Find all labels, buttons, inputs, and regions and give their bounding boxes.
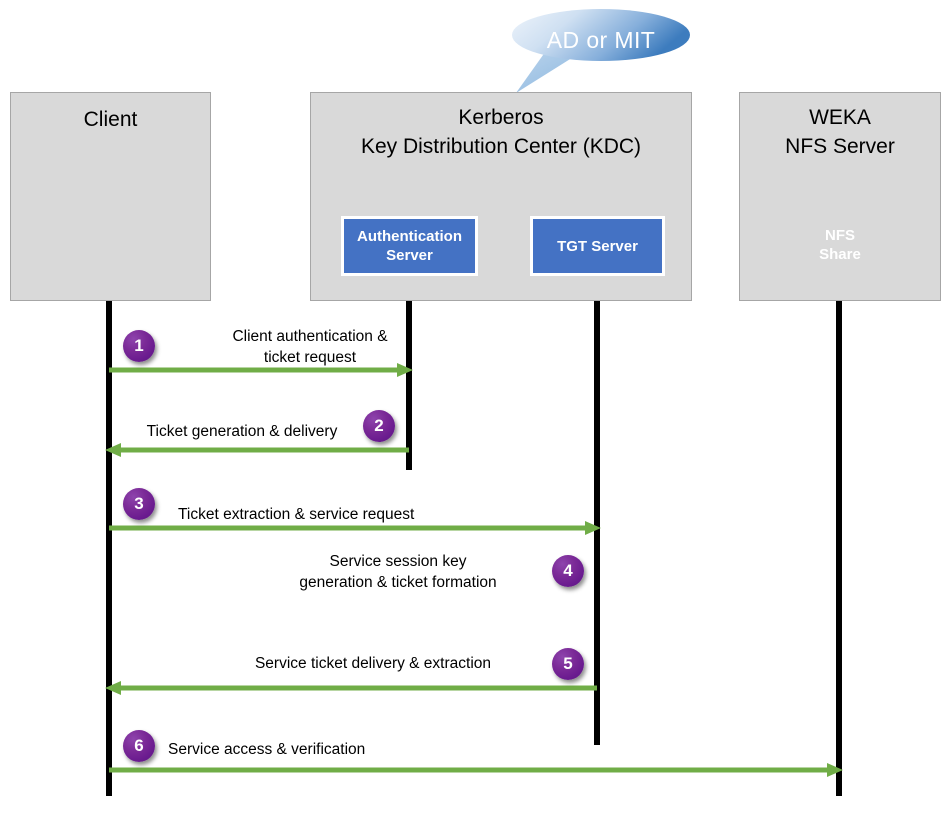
nfs-share-label: NFS Share bbox=[819, 227, 861, 263]
arrow-5 bbox=[105, 681, 597, 695]
arrow-6 bbox=[109, 763, 843, 777]
step-number-2: 2 bbox=[374, 416, 384, 435]
message-label-1: Client authentication & ticket request bbox=[232, 328, 388, 366]
nfs-share[interactable]: NFS Share bbox=[794, 212, 886, 278]
service-box-tgt-server[interactable]: TGT Server bbox=[530, 216, 665, 276]
arrow-3 bbox=[109, 521, 601, 535]
message-label-2: Ticket generation & delivery bbox=[146, 423, 338, 440]
actor-label-kdc: Kerberos Key Distribution Center (KDC) bbox=[360, 106, 642, 158]
service-label-authentication-server: Authentication Server bbox=[357, 228, 462, 264]
callout-tail bbox=[516, 48, 575, 93]
callout-ad-or-mit[interactable]: AD or MIT bbox=[512, 9, 690, 61]
lifelines bbox=[106, 276, 842, 796]
actor-label-weka-nfs-server: WEKA NFS Server bbox=[785, 106, 895, 158]
step-badge-5[interactable]: 5 bbox=[552, 648, 584, 680]
actor-box-client[interactable]: Client bbox=[10, 92, 211, 301]
arrow-1 bbox=[109, 363, 413, 377]
message-label-4: Service session key generation & ticket … bbox=[299, 553, 497, 591]
message-arrows bbox=[105, 363, 843, 777]
step-number-5: 5 bbox=[563, 654, 573, 673]
step-number-6: 6 bbox=[134, 736, 144, 755]
message-label-3: Ticket extraction & service request bbox=[178, 506, 415, 523]
step-badge-6[interactable]: 6 bbox=[123, 730, 155, 762]
message-label-5: Service ticket delivery & extraction bbox=[254, 655, 492, 672]
step-badge-4[interactable]: 4 bbox=[552, 555, 584, 587]
step-number-1: 1 bbox=[134, 336, 144, 355]
service-label-tgt-server: TGT Server bbox=[557, 237, 638, 255]
step-badge-3[interactable]: 3 bbox=[123, 488, 155, 520]
actor-label-client: Client bbox=[83, 108, 138, 131]
message-label-6: Service access & verification bbox=[168, 741, 366, 758]
step-badge-1[interactable]: 1 bbox=[123, 330, 155, 362]
service-box-authentication-server[interactable]: Authentication Server bbox=[341, 216, 478, 276]
step-number-3: 3 bbox=[134, 494, 144, 513]
arrow-2 bbox=[105, 443, 409, 457]
step-number-4: 4 bbox=[563, 561, 573, 580]
callout-label: AD or MIT bbox=[546, 27, 656, 53]
callout-ellipse bbox=[512, 9, 690, 61]
step-badge-2[interactable]: 2 bbox=[363, 410, 395, 442]
actor-box-weka-nfs-server[interactable]: WEKA NFS Server bbox=[739, 92, 941, 301]
